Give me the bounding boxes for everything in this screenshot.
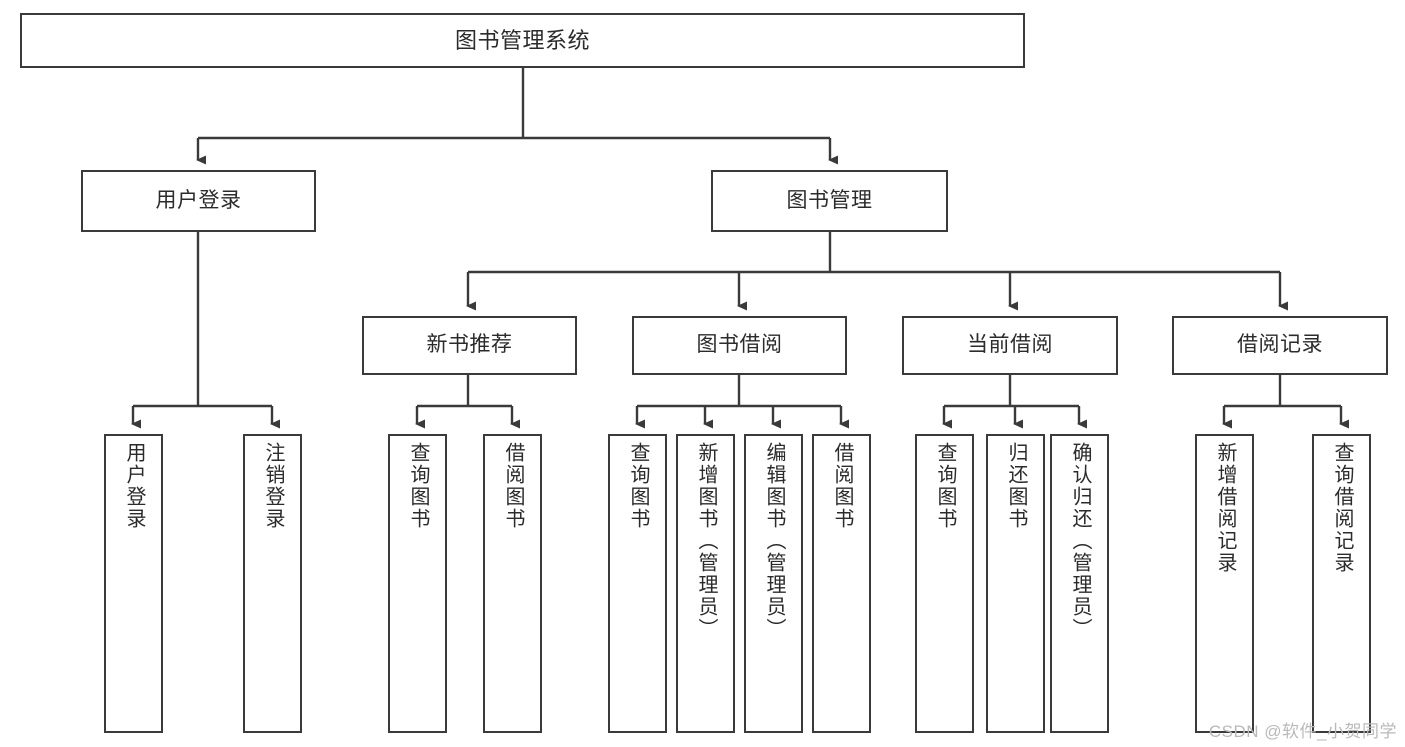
node-label: 图书管理	[786, 188, 873, 212]
node-book-management[interactable]: 图书管理	[711, 170, 948, 232]
node-book-borrow[interactable]: 图书借阅	[632, 316, 847, 375]
node-label: 借阅记录	[1237, 333, 1323, 357]
node-label: 图书借阅	[696, 333, 783, 357]
node-label: 查询图书	[934, 442, 956, 530]
leaf-user-login[interactable]: 用户登录	[104, 434, 163, 733]
node-label: 查询借阅记录	[1331, 442, 1353, 574]
node-label: 编辑图书（管理员）	[763, 442, 785, 640]
node-current-borrow[interactable]: 当前借阅	[902, 316, 1118, 375]
leaf-borrow-edit-book-admin[interactable]: 编辑图书（管理员）	[744, 434, 803, 733]
node-label: 借阅图书	[831, 442, 853, 530]
node-label: 当前借阅	[967, 333, 1053, 357]
leaf-current-query-book[interactable]: 查询图书	[915, 434, 974, 733]
watermark: CSDN @软件_小贺同学	[1208, 722, 1397, 741]
node-label: 图书管理系统	[454, 27, 590, 53]
leaf-record-add-borrow-record[interactable]: 新增借阅记录	[1195, 434, 1254, 733]
node-user-login[interactable]: 用户登录	[81, 170, 316, 232]
leaf-current-return-book[interactable]: 归还图书	[986, 434, 1045, 733]
node-label: 新增图书（管理员）	[695, 442, 717, 640]
node-label: 新书推荐	[426, 333, 513, 357]
leaf-recommend-query-book[interactable]: 查询图书	[388, 434, 447, 733]
node-label: 归还图书	[1005, 442, 1027, 530]
node-label: 用户登录	[123, 442, 145, 530]
node-label: 注销登录	[262, 442, 284, 530]
leaf-borrow-borrow-book[interactable]: 借阅图书	[812, 434, 871, 733]
leaf-current-confirm-return-admin[interactable]: 确认归还（管理员）	[1050, 434, 1109, 733]
node-book-management-system[interactable]: 图书管理系统	[20, 13, 1025, 68]
node-label: 查询图书	[407, 442, 429, 530]
leaf-recommend-borrow-book[interactable]: 借阅图书	[483, 434, 542, 733]
node-new-book-recommend[interactable]: 新书推荐	[362, 316, 577, 375]
leaf-borrow-add-book-admin[interactable]: 新增图书（管理员）	[676, 434, 735, 733]
node-label: 查询图书	[627, 442, 649, 530]
node-borrow-record[interactable]: 借阅记录	[1172, 316, 1388, 375]
node-label: 确认归还（管理员）	[1069, 442, 1091, 640]
leaf-record-query-borrow-record[interactable]: 查询借阅记录	[1312, 434, 1371, 733]
leaf-logout[interactable]: 注销登录	[243, 434, 302, 733]
node-label: 借阅图书	[502, 442, 524, 530]
node-label: 新增借阅记录	[1214, 442, 1236, 574]
leaf-borrow-query-book[interactable]: 查询图书	[608, 434, 667, 733]
node-label: 用户登录	[155, 188, 242, 212]
